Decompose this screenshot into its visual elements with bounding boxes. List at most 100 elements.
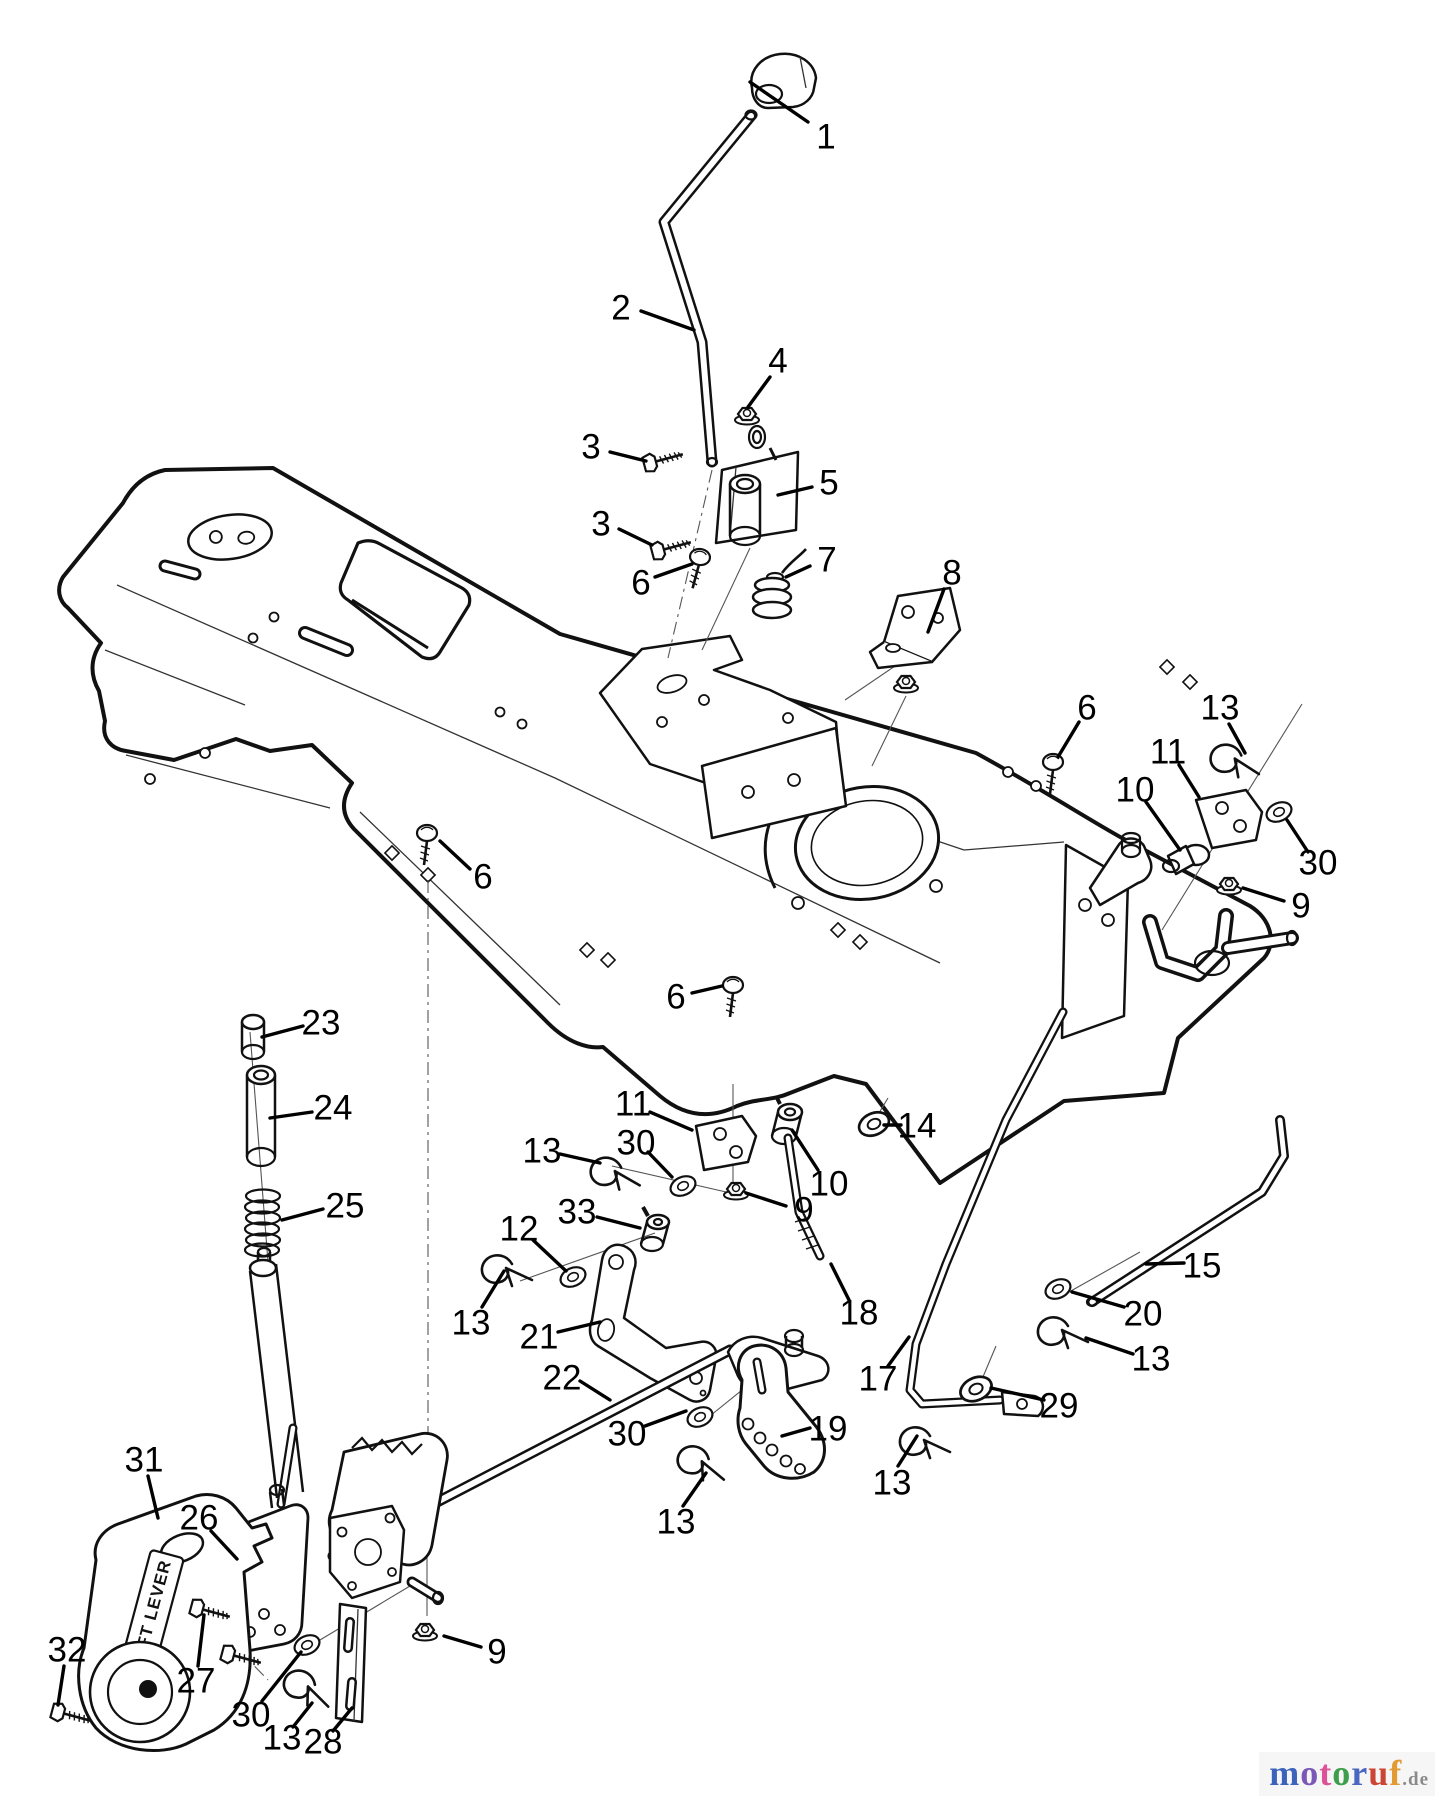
call callout-label-24: 24 bbox=[314, 1089, 353, 1128]
call callout-label-13: 13 bbox=[263, 1719, 302, 1758]
part-bushing-10b bbox=[770, 1095, 804, 1146]
watermark-letter: r bbox=[1351, 1753, 1369, 1793]
call callout-label-6: 6 bbox=[631, 564, 650, 603]
callout-leader-12 bbox=[531, 1238, 568, 1273]
callout-leader-10 bbox=[790, 1128, 820, 1172]
callout-leader-32 bbox=[56, 1664, 66, 1707]
call callout-label-13: 13 bbox=[452, 1304, 491, 1343]
part-idler-arm-21 bbox=[588, 1243, 718, 1403]
call callout-label-6: 6 bbox=[1077, 689, 1096, 728]
callout-leader-1 bbox=[748, 80, 810, 124]
callout-leader-13 bbox=[896, 1434, 919, 1468]
part-rod-18 bbox=[783, 1133, 825, 1261]
call callout-label-21: 21 bbox=[520, 1318, 559, 1357]
callout-leader-23 bbox=[260, 1024, 305, 1039]
part-cotter-13c bbox=[480, 1253, 534, 1288]
call callout-label-32: 32 bbox=[48, 1631, 87, 1670]
callout-leader-26 bbox=[209, 1529, 239, 1561]
part-bracket-28 bbox=[334, 1602, 368, 1724]
callout-leader-13 bbox=[558, 1152, 602, 1165]
call callout-label-11: 11 bbox=[1150, 733, 1186, 772]
call callout-label-2: 2 bbox=[611, 289, 630, 328]
frame-cutout bbox=[338, 539, 472, 661]
part-bushing-33 bbox=[639, 1206, 671, 1253]
part-lever-grip-quadrant bbox=[276, 1423, 449, 1606]
call callout-label-4: 4 bbox=[768, 342, 787, 381]
call callout-label-9: 9 bbox=[487, 1633, 506, 1672]
callout-leader-30 bbox=[643, 1409, 688, 1428]
call callout-label-9: 9 bbox=[1291, 887, 1310, 926]
call callout-label-15: 15 bbox=[1183, 1247, 1222, 1286]
callout-leader-30 bbox=[1285, 818, 1310, 854]
part-bolt-3b bbox=[648, 532, 695, 563]
part-nut-4 bbox=[733, 406, 761, 426]
callout-leader-11 bbox=[1177, 763, 1201, 799]
console-bracket bbox=[598, 634, 848, 840]
call callout-label-30: 30 bbox=[608, 1415, 647, 1454]
call callout-label-30: 30 bbox=[1299, 844, 1338, 883]
part-washer-20 bbox=[1041, 1274, 1075, 1304]
callout-leader-28 bbox=[331, 1706, 354, 1733]
call callout-label-3: 3 bbox=[591, 505, 610, 544]
part-height-plate-19 bbox=[736, 1343, 826, 1480]
callout-leader-11 bbox=[648, 1110, 694, 1132]
callout-leader-13 bbox=[1084, 1336, 1135, 1356]
callout-leader-2 bbox=[639, 309, 696, 332]
callout-leader-18 bbox=[829, 1262, 851, 1302]
part-knob bbox=[750, 52, 818, 110]
call callout-label-10: 10 bbox=[1116, 771, 1155, 810]
call callout-label-12: 12 bbox=[500, 1210, 539, 1249]
callout-leader-29 bbox=[989, 1386, 1046, 1402]
part-cotter-13g bbox=[277, 1664, 338, 1714]
callout-leader-30 bbox=[646, 1150, 674, 1179]
watermark-letter: t bbox=[1319, 1753, 1333, 1793]
call callout-label-3: 3 bbox=[581, 428, 600, 467]
frame-chassis bbox=[57, 466, 1299, 1185]
callout-leader-33 bbox=[595, 1215, 642, 1230]
call callout-label-22: 22 bbox=[543, 1359, 582, 1398]
part-bracket-11b bbox=[694, 1114, 758, 1172]
part-cotter-13a bbox=[1207, 741, 1264, 782]
part-spring-7 bbox=[751, 548, 807, 620]
callout-leader-3 bbox=[617, 527, 654, 547]
watermark-letter: o bbox=[1300, 1753, 1320, 1793]
part-nut-9b bbox=[722, 1181, 750, 1201]
callout-leader-9 bbox=[442, 1634, 483, 1649]
part-nut-9a bbox=[1215, 876, 1243, 896]
frame-slot bbox=[158, 559, 354, 657]
call callout-label-6: 6 bbox=[666, 978, 685, 1017]
watermark-word: motoruf bbox=[1269, 1753, 1402, 1793]
rear-support bbox=[1060, 831, 1153, 1040]
steering-boss bbox=[187, 513, 273, 561]
callout-leader-10 bbox=[1144, 800, 1182, 852]
part-spring-25 bbox=[243, 1188, 282, 1258]
watermark-letter: m bbox=[1269, 1753, 1301, 1793]
frame-square-holes bbox=[383, 658, 1199, 969]
call callout-label-23: 23 bbox=[302, 1004, 341, 1043]
call callout-label-29: 29 bbox=[1040, 1387, 1079, 1426]
callout-leader-19 bbox=[780, 1426, 812, 1438]
call callout-label-13: 13 bbox=[1201, 689, 1240, 728]
call callout-label-13: 13 bbox=[657, 1503, 696, 1542]
watermark-logo[interactable]: motoruf.de bbox=[1259, 1752, 1435, 1796]
call callout-label-30: 30 bbox=[232, 1696, 271, 1735]
watermark-letter: f bbox=[1389, 1753, 1403, 1793]
part-rod-17 bbox=[905, 1007, 1068, 1418]
callout-leader-5 bbox=[776, 485, 814, 497]
part-pivot-bracket-5 bbox=[714, 424, 800, 547]
callout-leader-15 bbox=[1144, 1261, 1186, 1266]
callout-leader-9 bbox=[744, 1191, 788, 1208]
call callout-label-5: 5 bbox=[819, 464, 838, 503]
call callout-label-13: 13 bbox=[873, 1464, 912, 1503]
call callout-label-33: 33 bbox=[558, 1193, 597, 1232]
call callout-label-9: 9 bbox=[794, 1191, 813, 1230]
call callout-label-11: 11 bbox=[615, 1085, 651, 1124]
callout-leader-25 bbox=[280, 1207, 325, 1222]
call callout-label-30: 30 bbox=[617, 1124, 656, 1163]
callout-leader-31 bbox=[146, 1474, 160, 1520]
part-lever-shaft bbox=[248, 1246, 305, 1499]
part-cotter-13f bbox=[1036, 1315, 1090, 1350]
callout-leader-21 bbox=[556, 1320, 602, 1334]
call callout-label-6: 6 bbox=[473, 858, 492, 897]
